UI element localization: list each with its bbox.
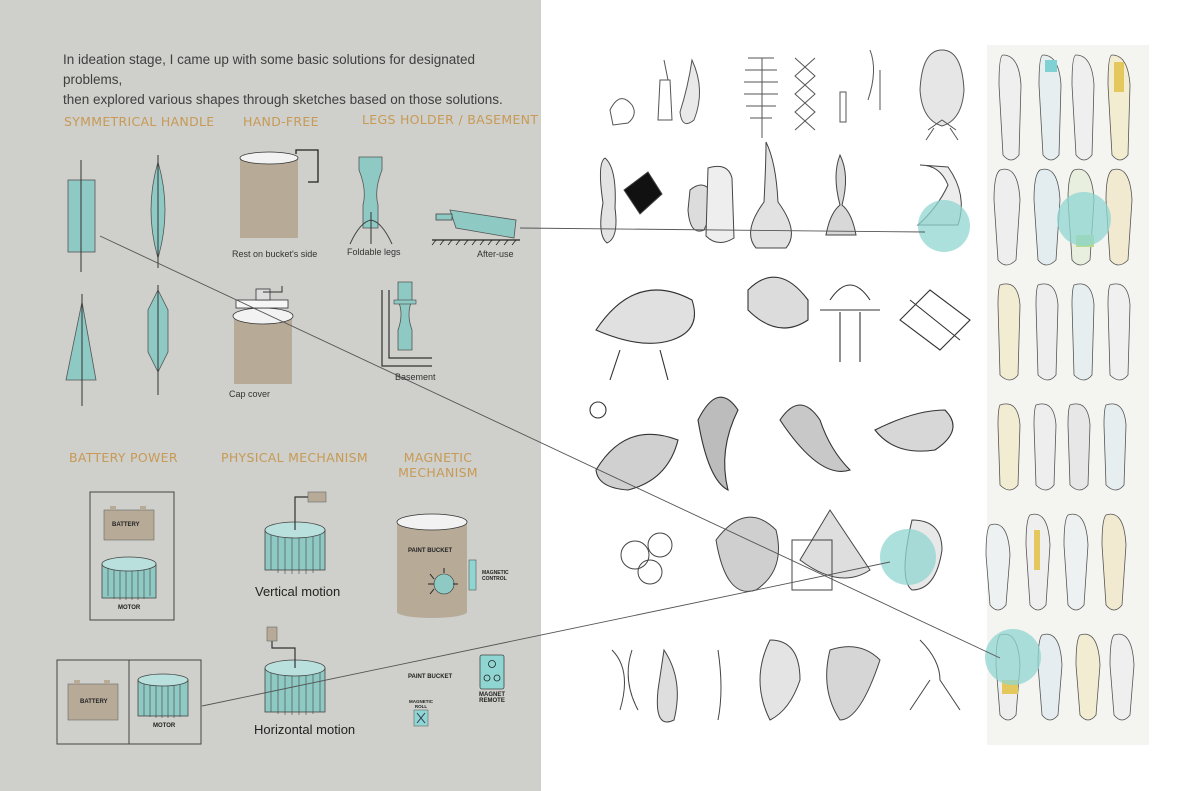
label-paint-bucket-bottom: PAINT BUCKET bbox=[408, 674, 453, 680]
horizontal-motion-drawing bbox=[264, 626, 326, 715]
label-battery-bottom: BATTERY bbox=[80, 699, 108, 705]
handle-rect-shape bbox=[67, 160, 96, 272]
paint-bucket-drawing bbox=[396, 513, 477, 618]
intro-line-1: In ideation stage, I came up with some b… bbox=[63, 52, 475, 87]
sketch-board bbox=[589, 45, 1149, 745]
caption-basement: Basement bbox=[395, 372, 436, 382]
connector-lines bbox=[99, 227, 1001, 707]
caption-cap-cover: Cap cover bbox=[229, 389, 271, 399]
label-motor-top: MOTOR bbox=[118, 605, 141, 611]
intro-text: In ideation stage, I came up with some b… bbox=[63, 50, 533, 110]
handle-hexagon-shape bbox=[147, 285, 169, 395]
heading-symmetrical-handle: SYMMETRICAL HANDLE bbox=[64, 114, 215, 129]
connector-line bbox=[519, 227, 926, 233]
label-magnet-remote-1: MAGNET bbox=[479, 692, 505, 698]
magnet-remote-icon bbox=[479, 654, 505, 690]
label-magnet-remote-2: REMOTE bbox=[479, 698, 505, 704]
sketch-row-2 bbox=[599, 141, 962, 249]
label-battery-top: BATTERY bbox=[112, 522, 140, 528]
caption-rest-on-bucket: Rest on bucket's side bbox=[232, 249, 318, 259]
handle-triangle-shape bbox=[65, 294, 97, 406]
battery-power-box bbox=[89, 491, 175, 621]
label-magnetic-roll-2: ROLL bbox=[414, 704, 428, 709]
highlight-circle bbox=[880, 529, 936, 585]
label-magnet-remote: MAGNET REMOTE bbox=[477, 692, 507, 704]
sketch-row-4 bbox=[589, 396, 954, 492]
highlight-circle bbox=[1057, 192, 1111, 246]
highlight-circle bbox=[985, 629, 1041, 685]
after-use-drawing bbox=[431, 209, 520, 246]
label-magnetic-roll: MAGNETIC ROLL bbox=[409, 699, 433, 709]
vertical-motion-drawing bbox=[264, 491, 327, 574]
label-motor-bottom: MOTOR bbox=[153, 723, 176, 729]
sketch-row-1 bbox=[609, 49, 965, 141]
connector-line bbox=[99, 235, 1001, 659]
heading-magnetic-mechanism: MAGNETIC MECHANISM bbox=[398, 450, 478, 480]
cap-cover-drawing bbox=[232, 286, 294, 384]
heading-battery-power: BATTERY POWER bbox=[69, 450, 178, 465]
label-paint-bucket-top: PAINT BUCKET bbox=[408, 548, 453, 554]
battery-motor-box bbox=[56, 659, 202, 745]
heading-magnetic-line-2: MECHANISM bbox=[398, 465, 478, 480]
label-magnetic-control-2: CONTROL bbox=[482, 576, 507, 582]
handle-lens-shape bbox=[150, 155, 166, 268]
connector-line bbox=[201, 561, 891, 707]
label-magnetic-control: MAGNETIC CONTROL bbox=[482, 570, 509, 582]
heading-legs-holder: LEGS HOLDER / BASEMENT bbox=[362, 112, 539, 127]
highlight-circle bbox=[918, 200, 970, 252]
basement-drawing bbox=[381, 281, 432, 367]
foldable-legs-drawing bbox=[349, 156, 393, 245]
sketch-row-3 bbox=[595, 276, 971, 381]
caption-horizontal-motion: Horizontal motion bbox=[254, 722, 356, 737]
heading-magnetic-line-1: MAGNETIC bbox=[403, 450, 473, 465]
caption-vertical-motion: Vertical motion bbox=[255, 584, 341, 599]
caption-foldable-legs: Foldable legs bbox=[347, 247, 401, 257]
magnetic-roll-icon bbox=[413, 709, 429, 727]
label-magnetic-roll-1: MAGNETIC bbox=[409, 699, 433, 704]
intro-line-2: then explored various shapes through ske… bbox=[63, 92, 503, 107]
caption-after-use: After-use bbox=[477, 249, 514, 259]
ideation-panel bbox=[0, 0, 541, 791]
heading-hand-free: HAND-FREE bbox=[243, 114, 319, 129]
sketch-row-6 bbox=[611, 639, 961, 723]
heading-physical-mechanism: PHYSICAL MECHANISM bbox=[221, 450, 368, 465]
label-magnetic-control-1: MAGNETIC bbox=[482, 570, 509, 576]
bucket-side-drawing bbox=[239, 149, 319, 238]
